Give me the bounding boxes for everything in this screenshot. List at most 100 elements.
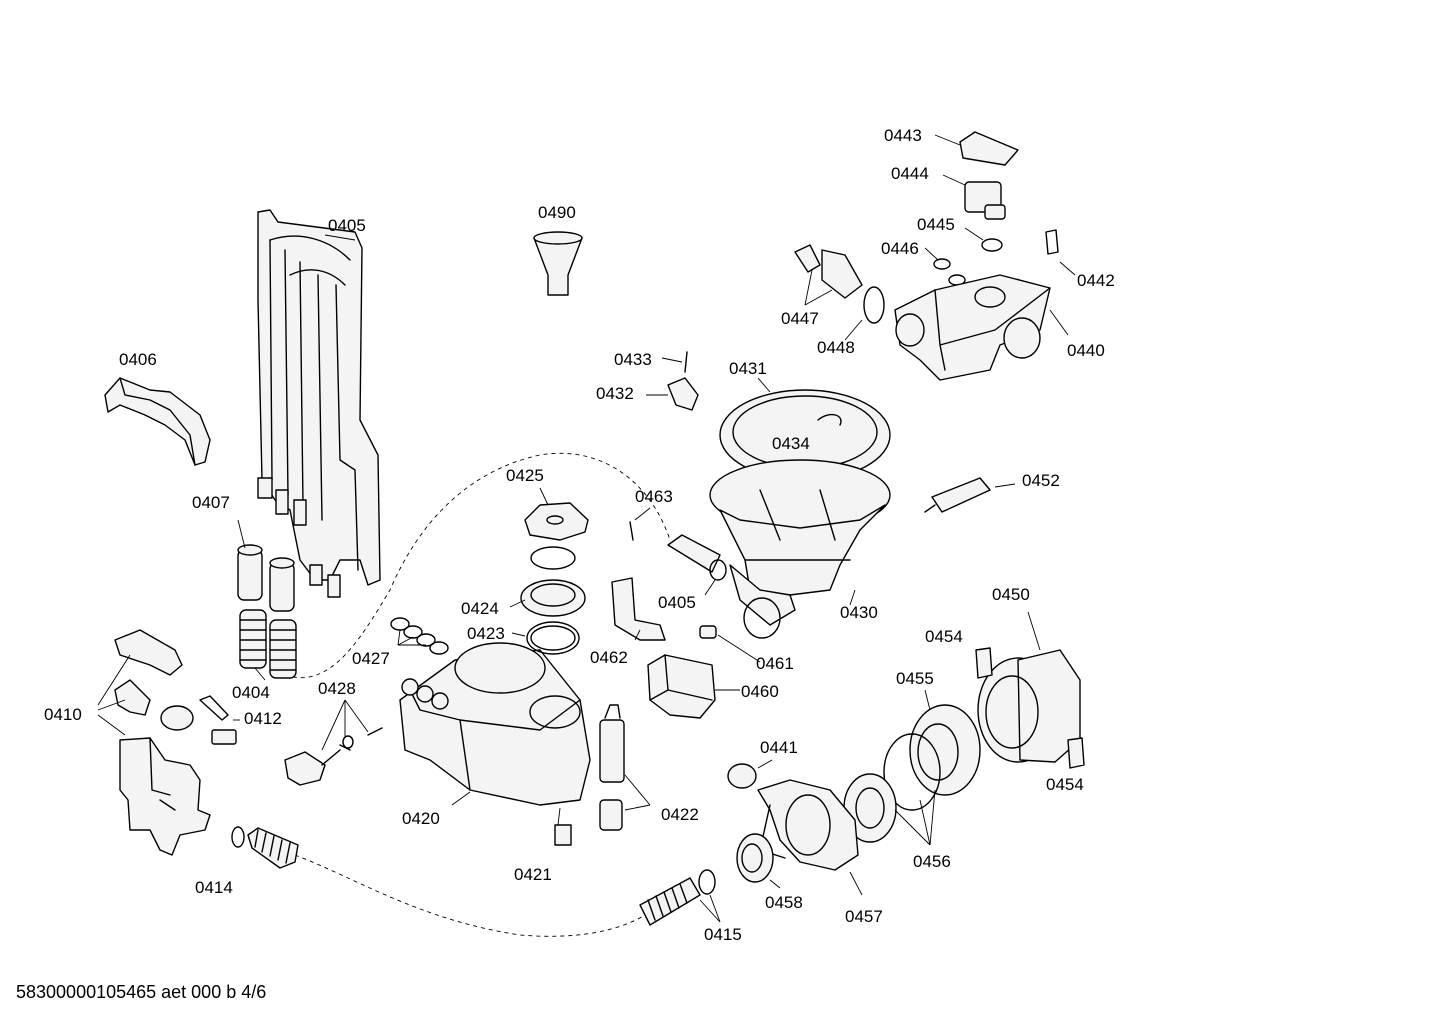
label-0462[interactable]: 0462 [590, 648, 628, 667]
label-0423[interactable]: 0423 [467, 624, 505, 643]
label-0406[interactable]: 0406 [119, 350, 157, 369]
part-0421-clip[interactable] [554, 824, 572, 846]
part-0441-clamp[interactable] [727, 759, 773, 789]
label-0441[interactable]: 0441 [760, 738, 798, 757]
leader-0424 [509, 599, 526, 608]
part-0405-spray-pipe[interactable] [257, 209, 381, 598]
part-0422-cap[interactable] [599, 704, 651, 831]
label-0412[interactable]: 0412 [244, 709, 282, 728]
label-0432[interactable]: 0432 [596, 384, 634, 403]
part-0432-holder[interactable] [667, 377, 699, 411]
label-0461[interactable]: 0461 [756, 654, 794, 673]
label-0490[interactable]: 0490 [538, 203, 576, 222]
part-0455-pump-housing-cover[interactable] [909, 689, 981, 796]
part-0405-hose[interactable] [667, 534, 727, 581]
label-0427[interactable]: 0427 [352, 649, 390, 668]
document-reference-footer: 58300000105465 aet 000 b 4/6 [16, 982, 267, 1002]
hose-route-dash-lower [294, 854, 646, 937]
leader-0404 [254, 667, 266, 681]
label-0414[interactable]: 0414 [195, 878, 233, 897]
label-0455[interactable]: 0455 [896, 669, 934, 688]
part-0490-funnel[interactable] [533, 231, 583, 296]
part-0450-circulation-pump-motor[interactable] [977, 611, 1081, 763]
part-0410-level-switch[interactable] [97, 629, 211, 856]
label-0445[interactable]: 0445 [917, 215, 955, 234]
label-0422[interactable]: 0422 [661, 805, 699, 824]
part-0462-bracket[interactable] [611, 577, 666, 641]
leader-0462 [634, 629, 641, 641]
label-0448[interactable]: 0448 [817, 338, 855, 357]
label-0433[interactable]: 0433 [614, 350, 652, 369]
label-0424[interactable]: 0424 [461, 599, 499, 618]
label-0421[interactable]: 0421 [514, 865, 552, 884]
label-0443[interactable]: 0443 [884, 126, 922, 145]
part-0460-heater-relay[interactable] [647, 654, 716, 719]
leader-0431 [757, 377, 771, 393]
leader-0461 [717, 634, 761, 663]
part-0430-sump[interactable] [709, 459, 891, 639]
part-0404-springs[interactable] [239, 609, 297, 679]
part-0454-clip-top[interactable] [975, 647, 993, 679]
part-0428-valve[interactable] [284, 699, 383, 786]
leader-0421 [557, 807, 561, 826]
part-0412-clip[interactable] [199, 695, 240, 745]
part-0457-pump-housing[interactable] [757, 779, 863, 896]
label-0442[interactable]: 0442 [1077, 271, 1115, 290]
label-0407[interactable]: 0407 [192, 493, 230, 512]
leader-0463 [634, 507, 651, 521]
part-0458-seal[interactable] [736, 833, 781, 889]
label-0428[interactable]: 0428 [318, 679, 356, 698]
leader-0423 [511, 632, 526, 637]
part-0440-distributor[interactable] [894, 274, 1069, 381]
part-0415-hose[interactable] [639, 869, 721, 926]
label-0420[interactable]: 0420 [402, 809, 440, 828]
part-0427-rings[interactable] [390, 617, 449, 655]
label-0447[interactable]: 0447 [781, 309, 819, 328]
label-0450[interactable]: 0450 [992, 585, 1030, 604]
leader-0405b [704, 579, 716, 596]
part-0456-impeller-seals[interactable] [843, 733, 941, 846]
label-0446[interactable]: 0446 [881, 239, 919, 258]
label-0458[interactable]: 0458 [765, 893, 803, 912]
label-0431[interactable]: 0431 [729, 359, 767, 378]
part-0424-nut[interactable] [520, 579, 586, 617]
label-0460[interactable]: 0460 [741, 682, 779, 701]
part-0461-clip[interactable] [699, 625, 717, 639]
label-0457[interactable]: 0457 [845, 907, 883, 926]
part-0414-hose[interactable] [231, 826, 299, 869]
label-0405-hose[interactable]: 0405 [658, 593, 696, 612]
leader-0433 [661, 357, 683, 363]
part-0443-cover[interactable] [934, 131, 1019, 166]
label-0454-bottom[interactable]: 0454 [1046, 775, 1084, 794]
part-0463-screw[interactable] [629, 521, 634, 541]
part-0444-sensor-housing[interactable] [942, 174, 1006, 220]
label-0434[interactable]: 0434 [772, 434, 810, 453]
label-0452[interactable]: 0452 [1022, 471, 1060, 490]
part-0425-cap[interactable] [524, 502, 589, 570]
part-0423-seal[interactable] [526, 621, 580, 655]
part-0406-cover[interactable] [104, 377, 211, 466]
label-0410[interactable]: 0410 [44, 705, 82, 724]
label-0405-pipe[interactable]: 0405 [328, 216, 366, 235]
label-0440[interactable]: 0440 [1067, 341, 1105, 360]
label-0425[interactable]: 0425 [506, 466, 544, 485]
part-0407-sleeves[interactable] [237, 544, 295, 612]
label-0404[interactable]: 0404 [232, 683, 270, 702]
label-0415[interactable]: 0415 [704, 925, 742, 944]
leader-0407 [237, 519, 246, 549]
part-0445-ring[interactable] [964, 227, 1003, 252]
leader-0425 [539, 487, 549, 506]
part-0442-clip[interactable] [1045, 229, 1076, 276]
part-0447-pressure-sensor[interactable] [794, 244, 863, 306]
part-0420-water-softener[interactable] [399, 642, 591, 806]
part-0448-seal[interactable] [844, 286, 885, 341]
label-0456[interactable]: 0456 [913, 852, 951, 871]
part-0454-clip-bottom[interactable] [1067, 737, 1085, 769]
label-0444[interactable]: 0444 [891, 164, 929, 183]
part-0433-screw[interactable] [684, 351, 688, 373]
label-0454-top[interactable]: 0454 [925, 627, 963, 646]
part-0452-sensor[interactable] [924, 477, 1016, 513]
label-0463[interactable]: 0463 [635, 487, 673, 506]
label-0430[interactable]: 0430 [840, 603, 878, 622]
